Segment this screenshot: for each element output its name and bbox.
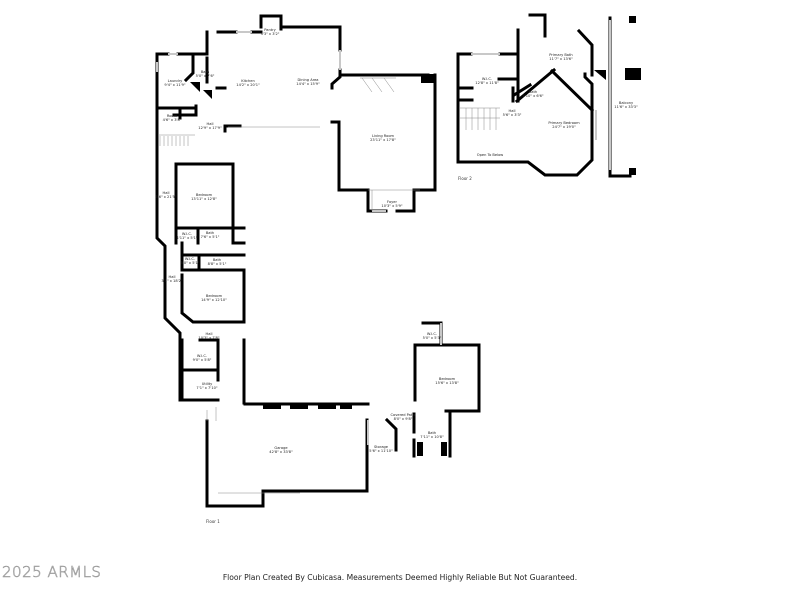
wall-bedroom2	[180, 241, 246, 324]
wall-f2	[456, 13, 594, 177]
footer-disclaimer: Floor Plan Created By Cubicasa. Measurem…	[222, 573, 578, 582]
floor-1-label: Floor 1	[206, 519, 220, 524]
room-label: W.I.C.4'11" x 5'1"	[176, 232, 198, 240]
wall-pantry	[259, 14, 283, 31]
wall-outer-left	[155, 52, 182, 402]
wall-f2-balcony	[608, 16, 632, 178]
wall-hall-bottom	[223, 124, 242, 133]
room-label: W.I.C.12'8" x 11'8"	[475, 77, 499, 85]
wall-f2-diag	[511, 67, 595, 113]
wall-dining-right	[330, 68, 342, 90]
room-label: Open To Below	[476, 153, 504, 157]
armls-watermark: 2025 ARMLS	[2, 563, 102, 582]
wall-storage	[384, 417, 398, 452]
wall-hall-lower	[180, 338, 246, 405]
floor-2-label: Floor 2	[458, 176, 472, 181]
wall-room	[155, 104, 198, 120]
wall-laundry	[155, 30, 209, 84]
wall-garage-top	[205, 402, 370, 508]
wall-living	[330, 73, 437, 192]
fireplace-block	[421, 74, 435, 83]
room-label: W.I.C.5'0" x 5'3"	[422, 332, 442, 340]
wall-bath	[412, 410, 452, 458]
room-label: W.I.C.5'0" x 5'1"	[180, 257, 200, 265]
wall-kitchen-top	[216, 25, 342, 52]
wall-bedroom1	[174, 162, 246, 245]
room-label: W.I.C.9'0" x 5'8"	[192, 354, 212, 362]
